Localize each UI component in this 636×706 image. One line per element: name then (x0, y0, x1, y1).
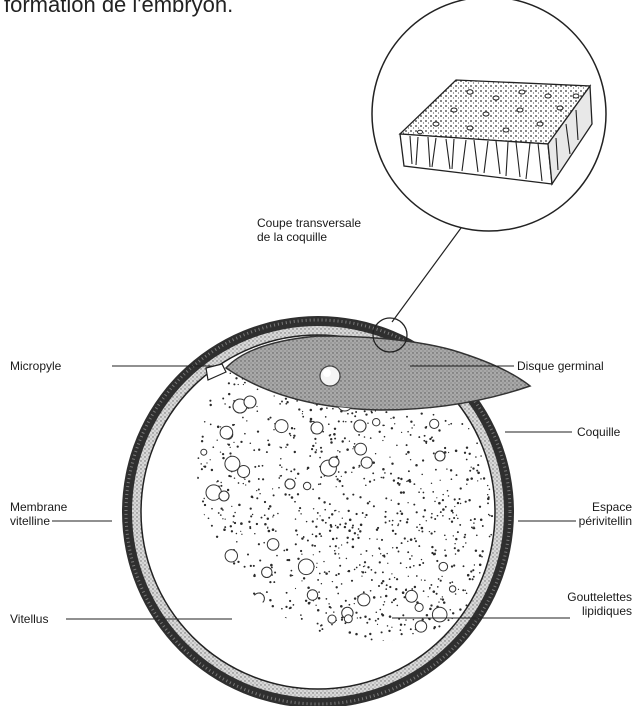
label-espace-perivitellin: Espace périvitellin (579, 500, 632, 528)
label-coupe-transversale: Coupe transversale de la coquille (257, 216, 361, 244)
label-disque-germinal: Disque germinal (517, 359, 604, 373)
label-gouttelettes-lipidiques: Gouttelettes lipidiques (567, 590, 632, 618)
label-membrane-vitelline: Membrane vitelline (10, 500, 67, 528)
label-coquille: Coquille (577, 425, 620, 439)
label-micropyle: Micropyle (10, 359, 61, 373)
label-vitellus: Vitellus (10, 612, 48, 626)
